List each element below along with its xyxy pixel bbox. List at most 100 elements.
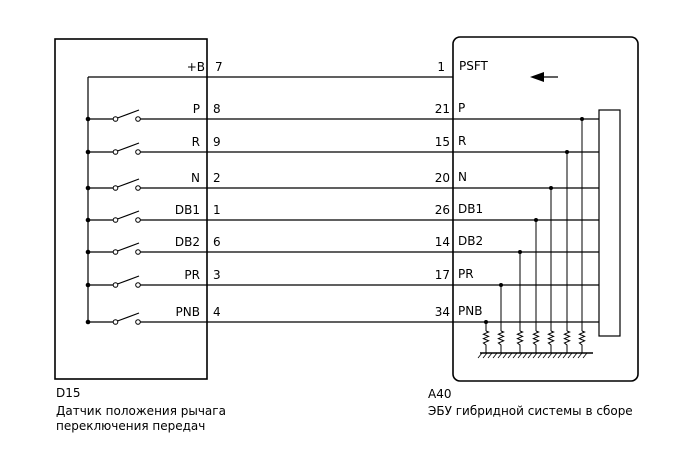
ground-hatch: [517, 352, 523, 359]
ecu-internal-block: [598, 109, 621, 337]
right-signal-label: DB1: [458, 202, 483, 216]
power-right-pin: 1: [437, 60, 445, 74]
resistor-icon: [563, 330, 571, 353]
left-pin-number: 1: [213, 203, 221, 217]
switch-blade-icon: [117, 275, 140, 285]
ground-hatch: [497, 352, 503, 359]
resistor-icon: [516, 330, 524, 353]
resistor-icon: [547, 330, 555, 353]
switch-contact: [112, 217, 119, 223]
switch-blade-icon: [117, 109, 140, 119]
power-right-label: PSFT: [459, 59, 489, 73]
left-signal-label: P: [193, 102, 200, 116]
right-pin-number: 15: [435, 135, 450, 149]
switch-contact: [135, 217, 141, 223]
switch-blade-icon: [117, 142, 140, 152]
right-pin-number: 34: [435, 305, 450, 319]
switch-blade-icon: [117, 312, 140, 322]
ground-hatch: [512, 352, 518, 359]
left-signal-label: PNB: [176, 305, 200, 319]
resistor-icon: [532, 330, 540, 353]
ground-hatch: [557, 352, 563, 359]
left-signal-label: PR: [184, 268, 200, 282]
ground-hatch: [487, 352, 493, 359]
left-signal-label: R: [192, 135, 200, 149]
left-pin-number: 9: [213, 135, 221, 149]
ground-hatch: [542, 352, 548, 359]
power-line: +B 7 1 PSFT: [87, 59, 558, 322]
left-pin-number: 6: [213, 235, 221, 249]
switch-contact: [135, 116, 141, 122]
switch-contact: [135, 319, 141, 325]
ground-hatch: [532, 352, 538, 359]
left-pin-number: 4: [213, 305, 221, 319]
ground-hatch: [562, 352, 568, 359]
ground-hatch: [477, 352, 483, 359]
resistor-icon: [578, 330, 586, 353]
power-left-pin: 7: [215, 60, 223, 74]
right-signal-label: R: [458, 134, 466, 148]
switch-contact: [135, 185, 141, 191]
left-component-description-1: Датчик положения рычага: [56, 404, 226, 418]
switch-contact: [112, 149, 119, 155]
ground-hatch: [567, 352, 573, 359]
right-component-description: ЭБУ гибридной системы в сборе: [428, 404, 633, 418]
switch-contact: [112, 116, 119, 122]
signal-line-db2: DB2 6 14 DB2: [85, 234, 599, 353]
hybrid-ecu-box: [452, 36, 639, 382]
ground-symbol: [477, 352, 593, 359]
ground-hatch: [552, 352, 558, 359]
left-signal-label: DB1: [175, 203, 200, 217]
right-pin-number: 17: [435, 268, 450, 282]
right-component-id: A40: [428, 387, 451, 401]
right-pin-number: 21: [435, 102, 450, 116]
ground-hatch: [522, 352, 528, 359]
right-pin-number: 20: [435, 171, 450, 185]
left-signal-label: N: [191, 171, 200, 185]
switch-contact: [135, 149, 141, 155]
ground-hatch: [577, 352, 583, 359]
left-pin-number: 8: [213, 102, 221, 116]
resistor-icon: [482, 330, 490, 353]
ground-hatch: [547, 352, 553, 359]
right-pin-number: 14: [435, 235, 450, 249]
ground-hatch: [527, 352, 533, 359]
switch-contact: [112, 185, 119, 191]
switch-contact: [135, 282, 141, 288]
left-signal-label: DB2: [175, 235, 200, 249]
switch-blade-icon: [117, 242, 140, 252]
ground-hatch: [502, 352, 508, 359]
right-pin-number: 26: [435, 203, 450, 217]
right-signal-label: PR: [458, 267, 474, 281]
switch-contact: [135, 249, 141, 255]
ground-hatch: [537, 352, 543, 359]
power-left-label: +B: [187, 60, 205, 74]
signal-arrow-icon: [530, 72, 544, 82]
left-component-id: D15: [56, 386, 81, 400]
switch-contact: [112, 319, 119, 325]
switch-contact: [112, 282, 119, 288]
left-pin-number: 3: [213, 268, 221, 282]
right-signal-label: DB2: [458, 234, 483, 248]
switch-blade-icon: [117, 178, 140, 188]
ground-hatch: [482, 352, 488, 359]
left-component-description-2: переключения передач: [56, 419, 205, 433]
right-signal-label: P: [458, 101, 465, 115]
switch-blade-icon: [117, 210, 140, 220]
signal-line-pr: PR 3 17 PR: [85, 267, 599, 353]
resistor-icon: [497, 330, 505, 353]
shift-lever-sensor-box: [54, 38, 208, 380]
switch-contact: [112, 249, 119, 255]
right-signal-label: PNB: [458, 304, 482, 318]
signal-line-pnb: PNB 4 34 PNB: [85, 304, 599, 353]
ground-hatch: [572, 352, 578, 359]
right-signal-label: N: [458, 170, 467, 184]
left-pin-number: 2: [213, 171, 221, 185]
ground-hatch: [582, 352, 588, 359]
signal-line-db1: DB1 1 26 DB1: [85, 202, 599, 353]
